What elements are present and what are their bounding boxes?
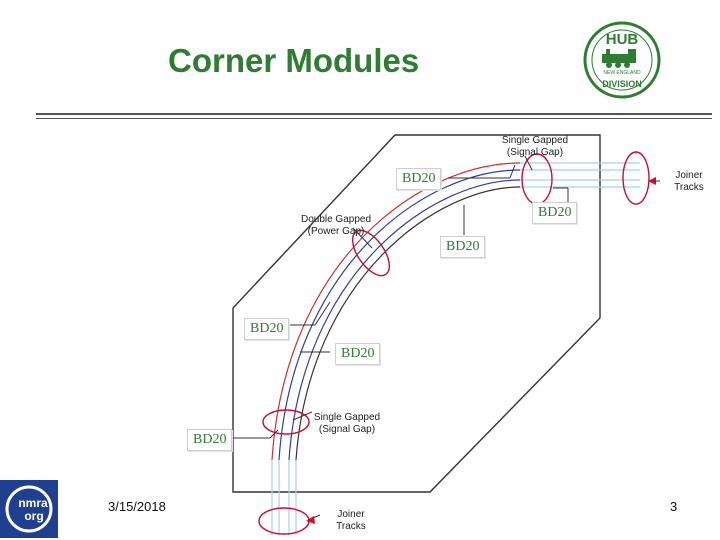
rail-outer-blue — [278, 169, 521, 461]
locomotive-cab-icon — [628, 49, 636, 63]
module-outline — [232, 134, 601, 493]
bd20-label: BD20 — [440, 236, 486, 258]
nmra-logo-background — [0, 480, 58, 538]
joiner-marker-bottom — [258, 507, 310, 535]
single-gap-marker-bottom — [262, 409, 310, 435]
hub-logo-top-text: HUB — [606, 31, 639, 48]
slide-date: 3/15/2018 — [108, 499, 166, 514]
locomotive-stack-icon — [606, 49, 610, 55]
curved-track — [271, 162, 521, 461]
joiner-tracks-right — [520, 162, 640, 188]
nmra-logo-ring — [5, 485, 53, 533]
note-double-gap: Double Gapped (Power Gap) — [300, 214, 372, 237]
title-rule-top — [36, 113, 712, 115]
bd20-label: BD20 — [532, 202, 578, 224]
bd20-label: BD20 — [244, 318, 290, 340]
locomotive-wheel-icon — [615, 62, 621, 68]
slide-title: Corner Modules — [168, 42, 420, 79]
nmra-logo-bottom-text: org — [24, 509, 43, 523]
rail-inner-dark — [295, 186, 521, 461]
nmra-logo-top-text: nmra — [18, 496, 48, 510]
hub-logo-middle-text: NEW ENGLAND — [603, 70, 641, 76]
bd20-label: BD20 — [396, 168, 442, 190]
bd20-label: BD20 — [335, 343, 381, 365]
locomotive-icon — [602, 54, 632, 63]
single-gap-marker-top — [521, 153, 553, 205]
gap-markers — [258, 151, 650, 535]
nmra-logo: nmra org — [0, 480, 58, 538]
joiner-right-arrow-icon — [648, 177, 656, 185]
note-joiner-bottom: Joiner Tracks — [336, 509, 366, 532]
joiner-tracks-bottom — [271, 460, 297, 535]
note-joiner-right: Joiner Tracks — [674, 170, 704, 193]
bd20-label: BD20 — [187, 429, 233, 451]
note-single-gap-top: Single Gapped (Signal Gap) — [501, 135, 569, 158]
locomotive-wheel-icon — [624, 62, 630, 68]
hub-logo-bottom-text: DIVISION — [602, 79, 642, 89]
leader-lines — [232, 155, 660, 521]
joiner-bottom-arrow-icon — [306, 516, 315, 524]
hub-division-logo: HUB NEW ENGLAND DIVISION — [583, 21, 661, 99]
locomotive-wheel-icon — [606, 62, 612, 68]
hub-logo-inner-ring — [591, 29, 653, 91]
slide-page-number: 3 — [670, 499, 678, 514]
joiner-marker-right — [622, 151, 650, 205]
title-rule-bottom — [36, 118, 712, 119]
note-single-gap-bottom: Single Gapped (Signal Gap) — [313, 412, 381, 435]
rail-outer-red — [271, 162, 521, 461]
rail-inner-blue — [288, 179, 521, 461]
